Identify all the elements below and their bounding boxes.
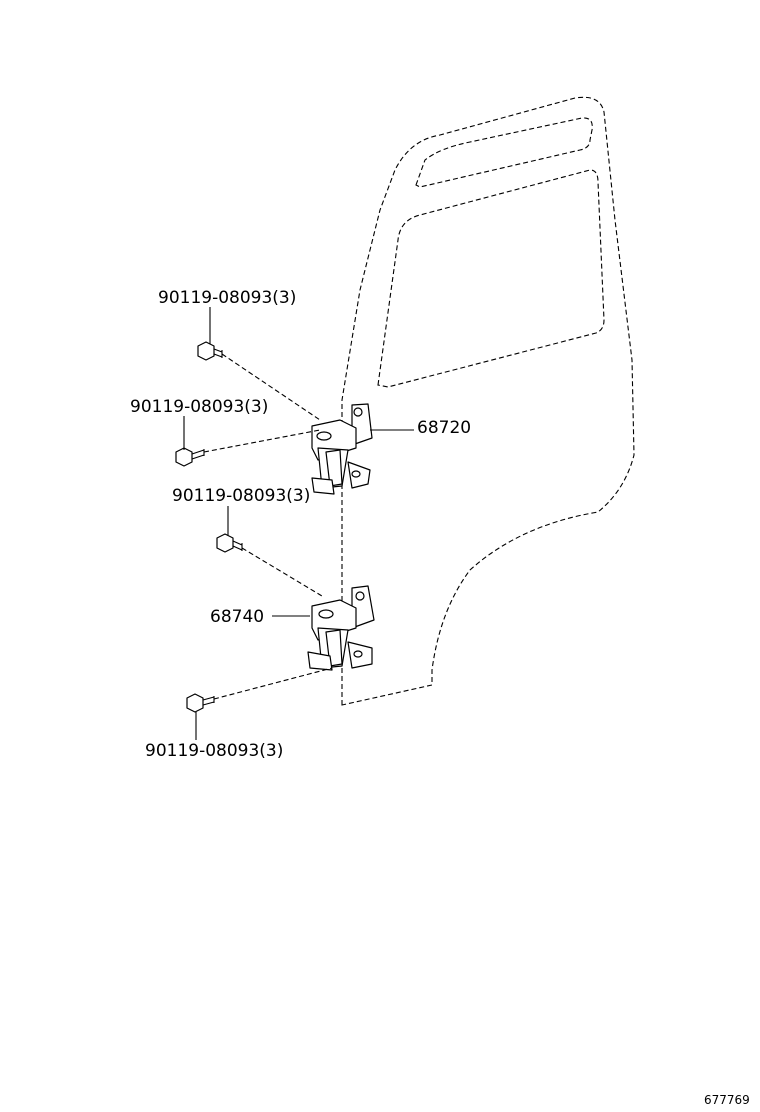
bolt-4-line xyxy=(213,667,333,700)
bolt-1-line xyxy=(221,353,321,421)
bolt-4-icon xyxy=(186,693,215,713)
bolt-3-label: 90119-08093(3) xyxy=(172,486,310,506)
catalog-number: 677769 xyxy=(704,1093,750,1107)
bolt-3-line xyxy=(241,547,323,597)
lower-hinge xyxy=(307,585,375,671)
door-outline xyxy=(341,96,635,706)
upper-hinge xyxy=(311,403,373,495)
bolt-2-icon xyxy=(175,447,205,467)
bolt-1-icon xyxy=(197,341,223,361)
part-68740-label: 68740 xyxy=(210,607,264,627)
bolt-1-label: 90119-08093(3) xyxy=(158,288,296,308)
bolt-4-label: 90119-08093(3) xyxy=(145,741,283,761)
bolt-2-line xyxy=(203,429,321,453)
bolt-3-icon xyxy=(216,533,243,553)
part-68720-label: 68720 xyxy=(417,418,471,438)
bolt-2-label: 90119-08093(3) xyxy=(130,397,268,417)
